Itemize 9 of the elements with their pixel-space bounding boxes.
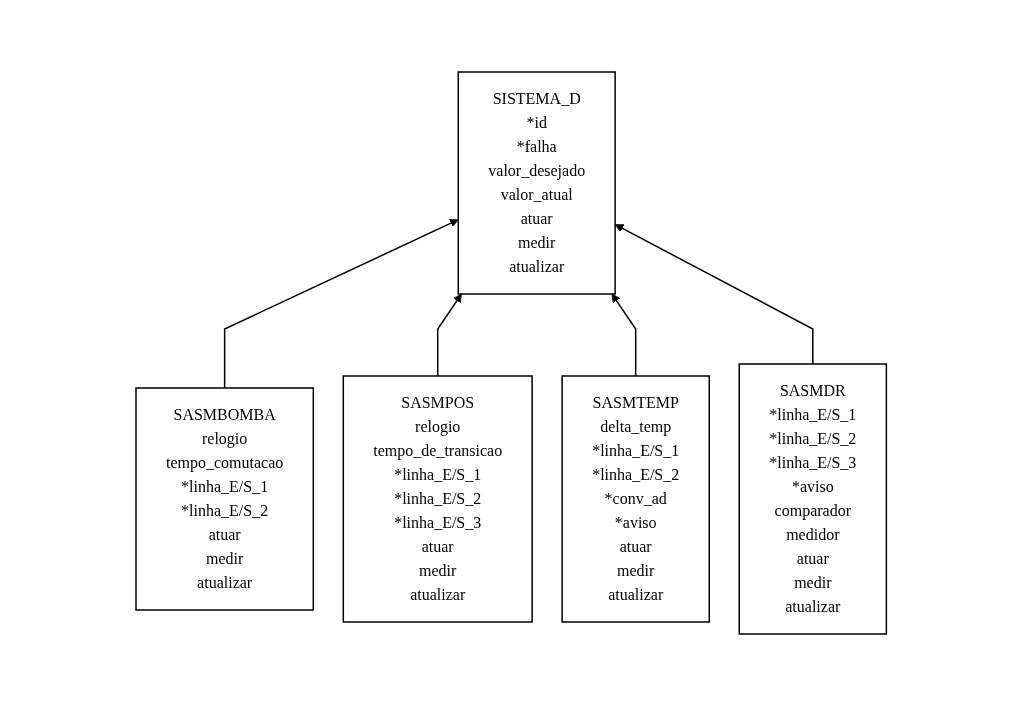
arrow [436,293,462,377]
arrow [223,219,459,389]
node-box: SISTEMA_D *id *falha valor_desejado valor_atual atuar medir atualizar [457,71,616,295]
node-box: SASMTEMP delta_temp *linha_E/S_1 *linha_E/S_2 *conv_ad *aviso atuar medir atualizar [561,375,710,623]
arrow [611,293,637,377]
node-box: SASMDR *linha_E/S_1 *linha_E/S_2 *linha_E/S_3 *aviso comparador medidor atuar medir atualizar [738,363,887,635]
arrow [614,224,814,365]
node-box: SASMPOS relogio tempo_de_transicao *linha_E/S_1 *linha_E/S_2 *linha_E/S_3 atuar medir atualizar [342,375,533,623]
node-box: SASMBOMBA relogio tempo_comutacao *linha_E/S_1 *linha_E/S_2 atuar medir atualizar [135,387,314,611]
